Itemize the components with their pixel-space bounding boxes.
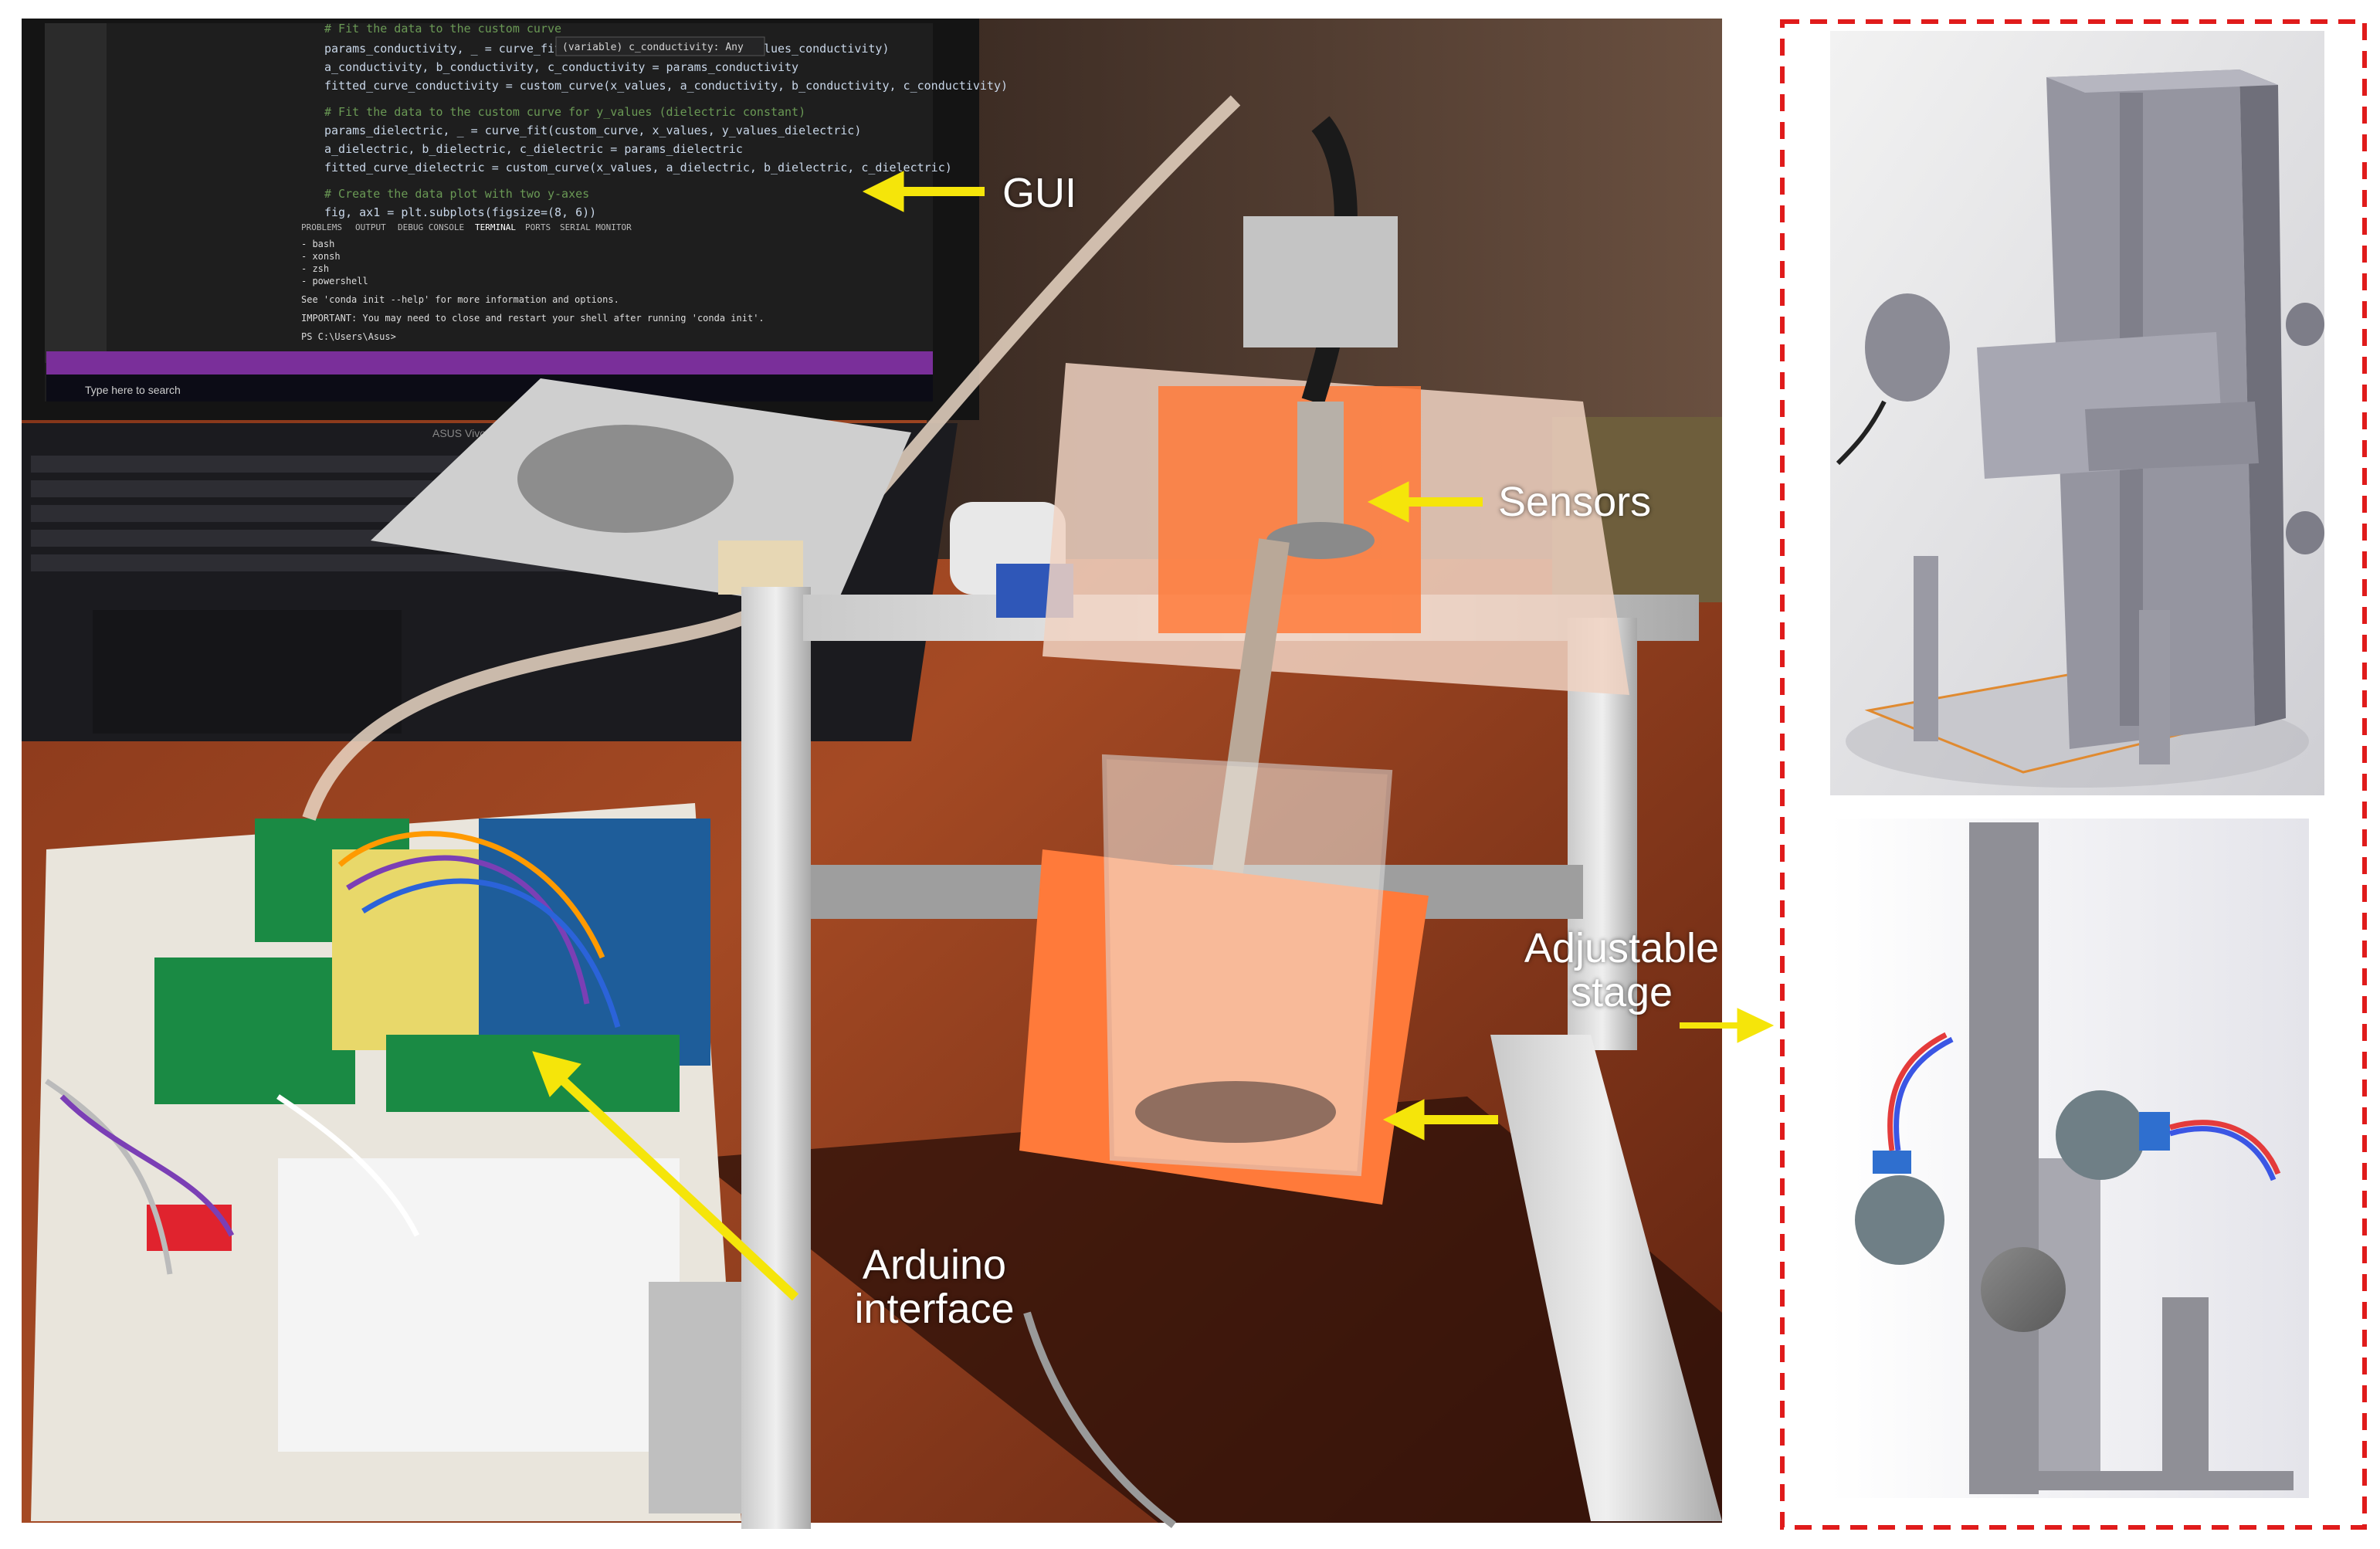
cad-post xyxy=(1914,556,1938,741)
tab-serial-monitor[interactable]: SERIAL MONITOR xyxy=(560,222,632,232)
laptop-screen xyxy=(45,23,933,402)
cad-column-top xyxy=(2046,69,2278,93)
label-arduino-interface-line1: Arduino xyxy=(862,1242,1007,1288)
sensor-body xyxy=(1297,402,1344,525)
sensor-nut xyxy=(1266,522,1375,559)
terminal-output: - bash - xonsh - zsh - powershell See 'c… xyxy=(301,239,765,342)
sensor-mount xyxy=(1243,216,1398,347)
taskbar xyxy=(46,375,933,402)
cad-dashed-frame xyxy=(1780,19,2367,1530)
hover-tooltip xyxy=(555,36,765,56)
tab-debug-console[interactable]: DEBUG CONSOLE xyxy=(398,222,464,232)
cad-wire-bundle xyxy=(2169,1120,2281,1175)
callout-arrows xyxy=(532,171,1775,1301)
hover-tooltip-text: (variable) c_conductivity: Any xyxy=(562,42,744,53)
tape-patch xyxy=(718,541,803,595)
frame-foot xyxy=(649,1282,741,1513)
arduino-shield xyxy=(386,1035,680,1112)
cad-wire-bundle xyxy=(1887,1032,1948,1151)
label-arduino-interface-line2: interface xyxy=(854,1285,1015,1332)
cad-gear xyxy=(1981,1247,2066,1332)
editor-status-bar xyxy=(46,351,933,375)
label-adjustable-stage-line1: Adjustable xyxy=(1524,925,1720,971)
cad-stepper-motor-right xyxy=(2056,1090,2145,1180)
cad-side-column xyxy=(1969,822,2039,1494)
cad-column-side xyxy=(2239,69,2286,726)
cad-motor-connector xyxy=(1873,1151,1911,1174)
arrow-left-icon xyxy=(1382,1099,1425,1141)
plate-hole xyxy=(517,425,734,533)
label-gui: GUI xyxy=(1002,170,1077,216)
frame-upright-left xyxy=(741,587,811,1529)
electronics-board xyxy=(31,803,741,1521)
tab-problems[interactable]: PROBLEMS xyxy=(301,222,342,232)
terminal-line: See 'conda init --help' for more informa… xyxy=(301,294,619,305)
frame-rail-bottom xyxy=(1490,1035,1722,1521)
panel-tabs: PROBLEMS OUTPUT DEBUG CONSOLE TERMINAL P… xyxy=(301,222,632,232)
terminal-line: - xonsh xyxy=(301,251,341,262)
acrylic-orange-holder xyxy=(1158,386,1421,633)
arrow-diagonal-icon xyxy=(560,1077,799,1301)
arrow-diagonal-icon xyxy=(532,1051,581,1097)
editor-activity-bar xyxy=(45,23,107,363)
cad-iso-view xyxy=(1830,31,2324,795)
tab-output[interactable]: OUTPUT xyxy=(355,222,386,232)
code-line: # Create the data plot with two y-axes xyxy=(324,187,589,201)
arrow-right-icon xyxy=(1737,1008,1775,1043)
label-adjustable-stage: Adjustable stage xyxy=(1452,927,1792,1014)
code-line: fig, ax1 = plt.subplots(figsize=(8, 6)) xyxy=(324,205,596,219)
code-line: a_dielectric, b_dielectric, c_dielectric… xyxy=(324,142,743,156)
cad-mount-ear xyxy=(2286,511,2324,554)
cad-side-bracket xyxy=(2039,1158,2100,1490)
code-line: # Fit the data to the custom curve xyxy=(324,22,561,36)
sensor-module-board xyxy=(154,958,355,1104)
cad-motor-cable xyxy=(1836,400,1887,466)
cad-arm xyxy=(2085,402,2259,471)
cad-side-post xyxy=(2162,1297,2209,1483)
cad-wire-bundle xyxy=(2169,1126,2277,1181)
cad-stepper-motor-left xyxy=(1855,1175,1944,1265)
foam-block xyxy=(278,1158,680,1452)
terminal-line: IMPORTANT: You may need to close and res… xyxy=(301,313,765,324)
cad-wire-bundle xyxy=(1893,1036,1954,1151)
cad-mount-ear xyxy=(2286,303,2324,346)
label-arduino-interface: Arduino interface xyxy=(803,1243,1066,1330)
jumper-wires xyxy=(45,831,621,1275)
terminal-line: - powershell xyxy=(301,276,368,286)
cad-motor xyxy=(1865,293,1950,402)
arrow-left-icon xyxy=(1367,481,1409,523)
label-adjustable-stage-line2: stage xyxy=(1570,968,1673,1015)
terminal-line: - zsh xyxy=(301,263,329,274)
code-line: params_dielectric, _ = curve_fit(custom_… xyxy=(324,124,861,137)
taskbar-search[interactable]: Type here to search xyxy=(85,384,181,396)
apparatus xyxy=(302,95,1722,1529)
cad-side-view xyxy=(1830,819,2309,1498)
code-line: # Fit the data to the custom curve for y… xyxy=(324,105,805,119)
beaker-sample xyxy=(1135,1081,1336,1143)
code-line: fitted_curve_dielectric = custom_curve(x… xyxy=(324,161,952,175)
cad-motor-connector xyxy=(2139,1112,2170,1151)
touchpad xyxy=(93,610,402,734)
code-line: a_conductivity, b_conductivity, c_conduc… xyxy=(324,60,798,74)
tab-ports[interactable]: PORTS xyxy=(525,222,551,232)
glass-beaker xyxy=(1101,754,1393,1177)
code-line: fitted_curve_conductivity = custom_curve… xyxy=(324,79,1008,93)
arrow-left-icon xyxy=(862,171,904,212)
cad-post xyxy=(2139,610,2170,764)
cad-side-foot xyxy=(2039,1471,2294,1490)
terminal-line: - bash xyxy=(301,239,334,249)
terminal-line: PS C:\Users\Asus> xyxy=(301,331,396,342)
ground-wire xyxy=(1023,1311,1177,1528)
label-sensors: Sensors xyxy=(1498,479,1652,525)
tab-terminal[interactable]: TERMINAL xyxy=(475,222,516,232)
